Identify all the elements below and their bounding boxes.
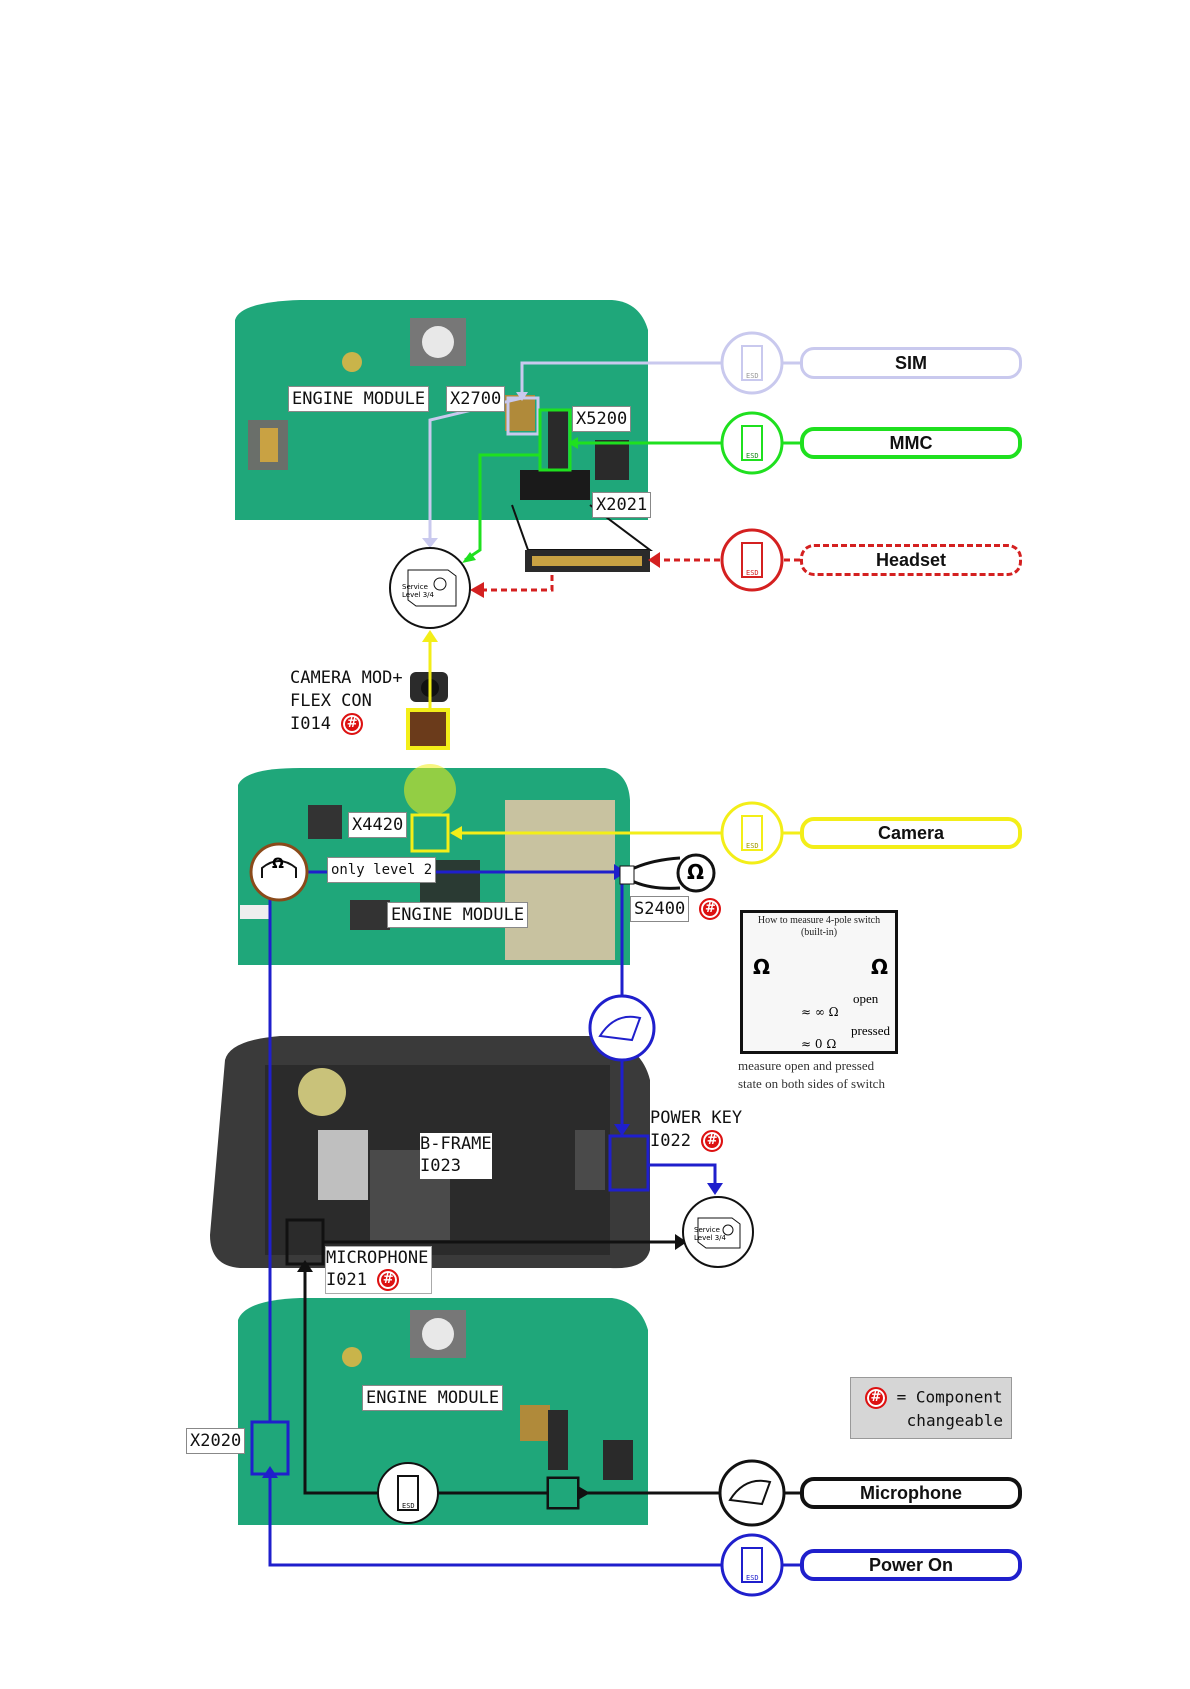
label-engine-module-bottom: ENGINE MODULE [362,1385,504,1411]
microphone-line1: MICROPHONE [326,1248,429,1268]
howto-open-value: ≈ ∞ Ω [801,1005,839,1019]
esd-label-headset: ESD [746,569,759,577]
label-only-level-2: only level 2 [327,857,437,883]
legend-text-2: changeable [906,1411,1003,1430]
source-camera: Camera [800,817,1022,849]
changeable-badge: # [865,1387,887,1409]
ohm-symbol-meter: Ω [272,856,284,872]
changeable-badge: # [701,1130,724,1152]
label-engine-module-mid: ENGINE MODULE [387,902,529,928]
service-box-top [389,547,471,629]
label-x2021: X2021 [592,492,652,518]
source-headset: Headset [800,544,1022,576]
howto-pressed-value: ≈ 0 Ω [801,1037,837,1051]
howto-caption-line1: measure open and pressed [738,1058,875,1073]
esd-label-camera: ESD [746,842,759,850]
legend-line1: # = Component [865,1387,1003,1409]
label-camera-mod-line2: FLEX CON [290,691,372,711]
label-b-frame: B-FRAME I023 [420,1133,492,1179]
label-microphone: MICROPHONE I021 # [325,1246,432,1294]
source-mmc: MMC [800,427,1022,459]
service-line1: Service [694,1226,720,1234]
engine-module-top-pcb [235,300,648,520]
service-box-bottom [682,1196,754,1268]
service-line2: Level 3/4 [694,1234,726,1242]
changeable-badge: # [699,898,722,920]
headset-connector [511,504,653,572]
legend-text-1: = Component [896,1387,1003,1407]
esd-label-power-on: ESD [746,1574,759,1582]
service-line2: Level 3/4 [402,591,434,599]
power-on-path [250,870,800,1567]
label-power-key-code: I022 # [650,1130,724,1152]
ohm-symbol-switch: Ω [687,860,705,884]
service-box-top-text: Service Level 3/4 [402,583,434,599]
howto-measure-switch: How to measure 4-pole switch (built-in) … [740,910,898,1054]
howto-ohm-right: Ω [871,955,889,979]
switch-s2400 [619,865,635,885]
howto-caption-line2: state on both sides of switch [738,1076,885,1091]
esd-label-mmc: ESD [746,452,759,460]
label-s2400: S2400 # [630,896,722,922]
esd-probe-power-on [720,1533,784,1597]
camera-module [406,672,450,750]
howto-pressed-label: pressed [851,1023,890,1038]
service-line1: Service [402,583,428,591]
esd-probe-mmc [720,411,784,475]
esd-label-microphone: ESD [402,1502,415,1510]
label-x2020: X2020 [186,1428,246,1454]
esd-probe-headset [720,528,784,592]
howto-caption: measure open and pressed state on both s… [738,1057,928,1093]
esd-probe-sim [720,331,784,395]
camera-mod-code: I014 [290,714,331,734]
b-frame-line1: B-FRAME [420,1134,492,1154]
label-engine-module-top: ENGINE MODULE [288,386,430,412]
howto-title-line1: How to measure 4-pole switch [757,915,881,926]
mic-test-point [547,1477,579,1509]
howto-ohm-left: Ω [753,955,771,979]
esd-label-sim: ESD [746,372,759,380]
test-signal-icon-mic [718,1459,786,1527]
howto-open-label: open [853,991,879,1006]
changeable-badge: # [377,1269,400,1291]
legend-component-changeable: # = Component changeable [850,1377,1012,1439]
service-box-bottom-text: Service Level 3/4 [694,1226,726,1242]
source-microphone: Microphone [800,1477,1022,1509]
label-x4420: X4420 [348,812,408,838]
changeable-badge: # [341,713,364,735]
ohm-meter [249,842,309,902]
label-x2700: X2700 [446,386,506,412]
esd-probe-microphone [377,1462,439,1524]
label-camera-mod-line1: CAMERA MOD+ [290,668,403,688]
label-x5200: X5200 [572,406,632,432]
label-camera-mod-code: I014 # [290,713,364,735]
source-power-on: Power On [800,1549,1022,1581]
engine-module-bottom-pcb [238,1298,648,1525]
power-key-code: I022 [650,1131,691,1151]
label-power-key: POWER KEY [650,1108,743,1128]
source-sim: SIM [800,347,1022,379]
esd-probe-camera [720,801,784,865]
howto-title-line2: (built-in) [800,927,838,938]
microphone-line2: I021 # [326,1269,431,1291]
b-frame-line2: I023 [420,1156,461,1176]
test-signal-icon-blue [588,994,656,1062]
microphone-code: I021 [326,1270,367,1290]
s2400-text: S2400 [630,896,690,922]
